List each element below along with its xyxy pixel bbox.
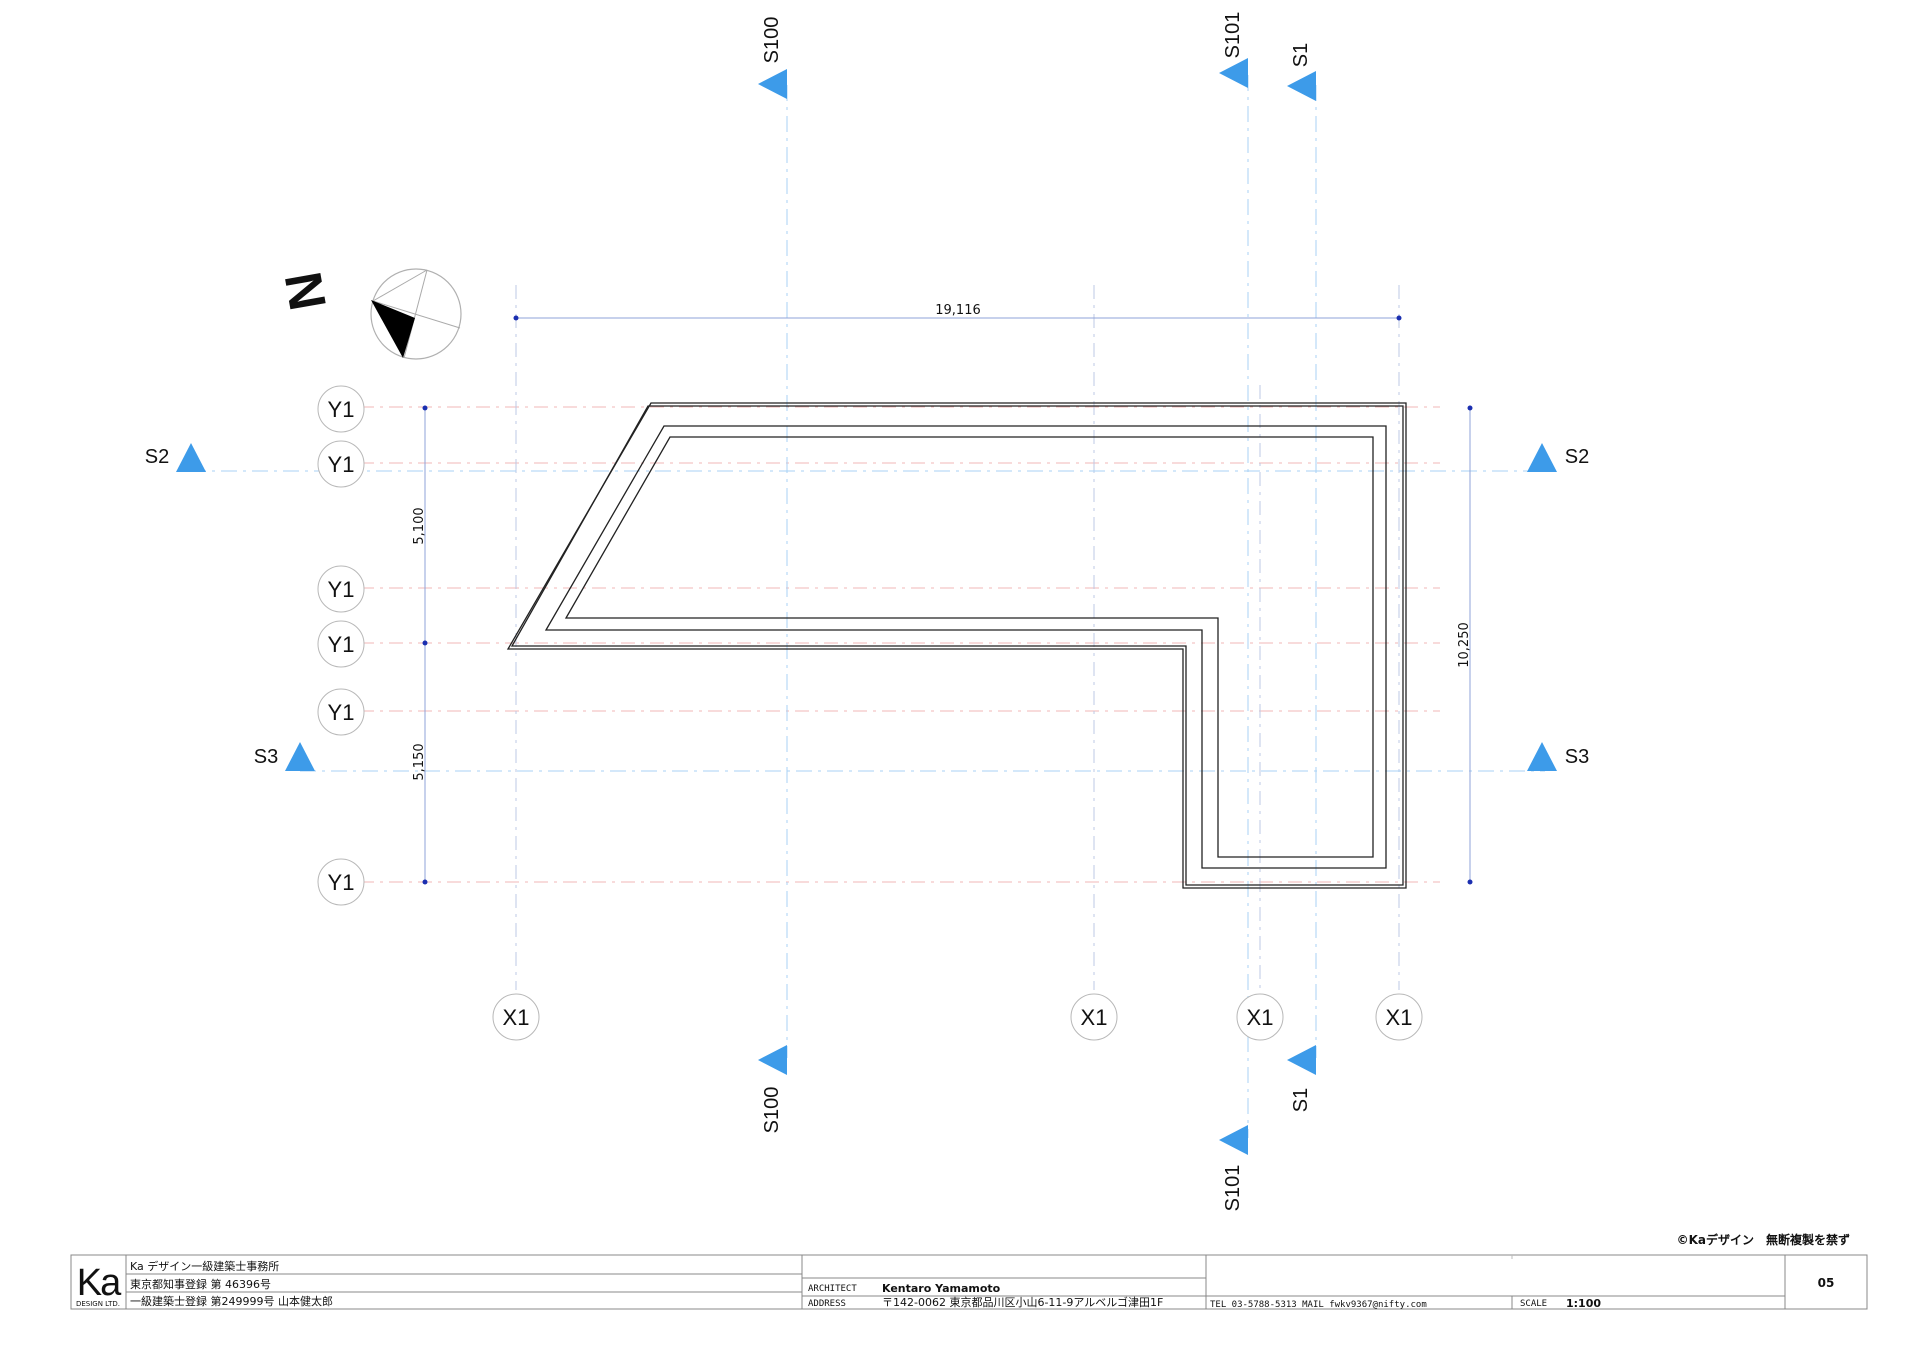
svg-text:S101: S101 bbox=[1222, 12, 1244, 59]
svg-text:Y1: Y1 bbox=[328, 397, 355, 422]
section-marker-s100-bottom: S100 bbox=[758, 1045, 787, 1133]
svg-text:Ka: Ka bbox=[77, 1262, 122, 1304]
grid-bubble-y: Y1 bbox=[317, 858, 365, 906]
grid-bubble-x: X1 bbox=[1236, 993, 1284, 1041]
svg-text:X1: X1 bbox=[1081, 1005, 1108, 1030]
svg-text:S2: S2 bbox=[1565, 446, 1589, 468]
svg-text:Y1: Y1 bbox=[328, 870, 355, 895]
section-marker-s1-bottom: S1 bbox=[1287, 1045, 1316, 1112]
wall-outer-line-2 bbox=[510, 405, 1404, 886]
wall-middle-line bbox=[544, 425, 1387, 869]
svg-text:S101: S101 bbox=[1222, 1165, 1244, 1212]
section-marker-s2-right: S2 bbox=[1527, 443, 1589, 472]
dim-overall-width: 19,116 bbox=[935, 303, 981, 318]
svg-text:Y1: Y1 bbox=[328, 577, 355, 602]
dim-upper-span: 5,100 bbox=[412, 507, 427, 544]
section-arrow-icon bbox=[1219, 1125, 1248, 1155]
architect-label: ARCHITECT bbox=[808, 1284, 857, 1294]
section-marker-s101-top: S101 bbox=[1219, 12, 1248, 88]
contact-info: TEL 03-5788-5313 MAIL fwkv9367@nifty.com bbox=[1210, 1300, 1427, 1310]
grid-bubble-x: X1 bbox=[1375, 993, 1423, 1041]
architect-registration: 一級建築士登録 第249999号 山本健太郎 bbox=[130, 1294, 333, 1308]
svg-text:S100: S100 bbox=[761, 1087, 783, 1134]
copyright-notice: ©Kaデザイン 無断複製を禁ず bbox=[1677, 1232, 1850, 1247]
dim-overall-height: 10,250 bbox=[1457, 622, 1472, 668]
dim-lower-span: 5,150 bbox=[412, 743, 427, 780]
section-arrow-icon bbox=[758, 69, 787, 99]
section-marker-s100-top: S100 bbox=[758, 17, 787, 99]
section-arrow-icon bbox=[1527, 443, 1557, 472]
section-arrow-icon bbox=[1287, 71, 1316, 101]
grid-bubble-x: X1 bbox=[492, 993, 540, 1041]
svg-text:S3: S3 bbox=[254, 746, 278, 768]
svg-text:S1: S1 bbox=[1290, 43, 1312, 67]
svg-text:Y1: Y1 bbox=[328, 452, 355, 477]
title-block: ©Kaデザイン 無断複製を禁ず Ka DESIGN LTD. Ka デザイン一級… bbox=[70, 1232, 1868, 1310]
section-marker-s1-top: S1 bbox=[1287, 43, 1316, 101]
scale-value: 1:100 bbox=[1566, 1297, 1601, 1310]
grid-bubbles-y: Y1 Y1 Y1 Y1 Y1 Y1 bbox=[317, 385, 365, 906]
section-marker-s3-right: S3 bbox=[1527, 742, 1589, 771]
section-arrow-icon bbox=[1527, 742, 1557, 771]
grid-bubble-y: Y1 bbox=[317, 385, 365, 433]
dimension-lines bbox=[422, 315, 1473, 885]
north-label: N bbox=[274, 267, 338, 314]
svg-text:X1: X1 bbox=[1247, 1005, 1274, 1030]
scale-label: SCALE bbox=[1520, 1299, 1547, 1309]
svg-text:S100: S100 bbox=[761, 17, 783, 64]
section-arrow-icon bbox=[758, 1045, 787, 1075]
building-outline bbox=[506, 402, 1407, 889]
grid-bubble-y: Y1 bbox=[317, 688, 365, 736]
wall-outer-line bbox=[506, 402, 1407, 889]
svg-text:S2: S2 bbox=[145, 446, 169, 468]
svg-text:Y1: Y1 bbox=[328, 632, 355, 657]
sheet-number: 05 bbox=[1818, 1276, 1835, 1290]
section-marker-s101-bottom: S101 bbox=[1219, 1125, 1248, 1211]
section-arrow-icon bbox=[176, 443, 206, 472]
company-logo: Ka DESIGN LTD. bbox=[76, 1262, 124, 1308]
grid-bubble-y: Y1 bbox=[317, 620, 365, 668]
north-arrow: N bbox=[274, 267, 462, 360]
svg-text:X1: X1 bbox=[503, 1005, 530, 1030]
section-arrow-icon bbox=[1287, 1045, 1316, 1075]
office-registration: 東京都知事登録 第 46396号 bbox=[130, 1277, 271, 1291]
grid-bubble-y: Y1 bbox=[317, 440, 365, 488]
svg-text:X1: X1 bbox=[1386, 1005, 1413, 1030]
address-label: ADDRESS bbox=[808, 1299, 846, 1309]
grid-lines bbox=[190, 75, 1545, 1138]
wall-inner-line bbox=[564, 436, 1374, 858]
svg-text:S3: S3 bbox=[1565, 746, 1589, 768]
compass-icon bbox=[370, 268, 462, 360]
section-marker-s2-left: S2 bbox=[145, 443, 206, 472]
architect-name: Kentaro Yamamoto bbox=[882, 1282, 1001, 1295]
office-name: Ka デザイン一級建築士事務所 bbox=[130, 1259, 279, 1273]
section-arrow-icon bbox=[285, 742, 315, 771]
grid-bubble-x: X1 bbox=[1070, 993, 1118, 1041]
svg-text:DESIGN LTD.: DESIGN LTD. bbox=[76, 1300, 120, 1308]
section-markers: S2 S2 S3 S3 S100 S100 S1 bbox=[145, 12, 1589, 1212]
address-value: 〒142-0062 東京都品川区小山6-11-9アルベルゴ津田1F bbox=[882, 1295, 1163, 1309]
section-arrow-icon bbox=[1219, 58, 1248, 88]
grid-bubbles-x: X1 X1 X1 X1 bbox=[492, 993, 1423, 1041]
grid-bubble-y: Y1 bbox=[317, 565, 365, 613]
svg-text:Y1: Y1 bbox=[328, 700, 355, 725]
section-marker-s3-left: S3 bbox=[254, 742, 315, 771]
svg-text:S1: S1 bbox=[1290, 1088, 1312, 1112]
